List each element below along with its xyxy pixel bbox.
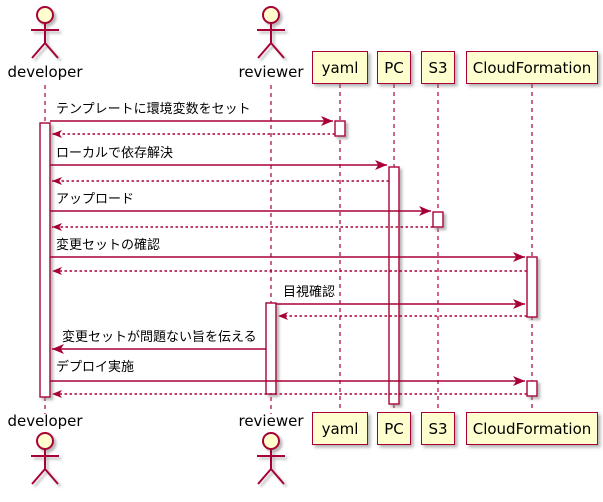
- participant-box-pc-top: PC: [377, 51, 411, 84]
- message-arrows: [50, 116, 527, 398]
- message-label-visual-check: 目視確認: [283, 285, 336, 300]
- activation-cloudformation-2: [526, 380, 538, 397]
- participant-box-cloudformation-bottom: CloudFormation: [466, 412, 598, 445]
- actor-figure-reviewer-top: [257, 6, 285, 59]
- participant-box-s3-bottom: S3: [421, 412, 455, 445]
- message-label-confirm-changeset: 変更セットの確認: [56, 238, 161, 253]
- actor-label-reviewer-top: reviewer: [238, 63, 304, 81]
- message-label-resolve-deps: ローカルで依存解決: [56, 146, 174, 161]
- actor-figures: [31, 6, 285, 485]
- participant-box-cloudformation-top: CloudFormation: [466, 51, 598, 84]
- actor-label-reviewer-bottom: reviewer: [238, 412, 304, 430]
- actor-figure-developer-bottom: [31, 432, 59, 485]
- participant-box-yaml-top: yaml: [312, 51, 368, 84]
- activation-bars: [39, 120, 538, 405]
- actor-figure-developer-top: [31, 6, 59, 59]
- message-label-upload: アップロード: [56, 192, 135, 207]
- message-label-set-env-vars: テンプレートに環境変数をセット: [56, 102, 251, 117]
- participant-box-pc-bottom: PC: [377, 412, 411, 445]
- activation-developer: [39, 122, 51, 398]
- message-label-deploy: デプロイ実施: [56, 360, 135, 375]
- message-label-changeset-ok: 変更セットが問題ない旨を伝える: [62, 330, 257, 345]
- participant-box-yaml-bottom: yaml: [312, 412, 368, 445]
- participant-box-s3-top: S3: [421, 51, 455, 84]
- actor-figure-reviewer-bottom: [257, 432, 285, 485]
- activation-yaml: [334, 120, 346, 137]
- activation-s3: [432, 211, 444, 228]
- actor-label-developer-bottom: developer: [7, 412, 83, 430]
- actor-label-developer-top: developer: [7, 63, 83, 81]
- activation-cloudformation-1: [526, 256, 538, 318]
- activation-pc: [388, 166, 400, 405]
